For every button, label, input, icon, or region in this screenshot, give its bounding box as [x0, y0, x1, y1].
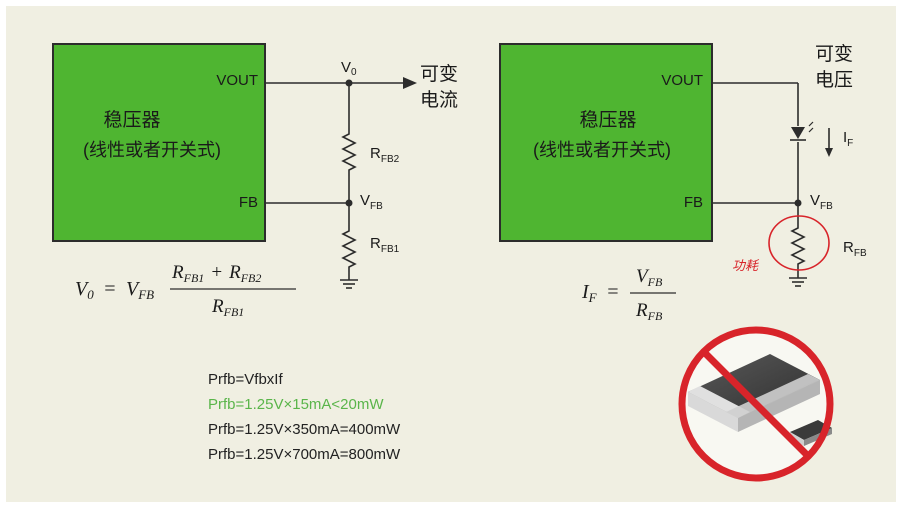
right-led-diode	[790, 121, 814, 141]
right-formula: IF = VFB RFB	[581, 266, 676, 323]
left-pin-fb: FB	[239, 194, 258, 211]
left-output-label-line1: 可变	[420, 63, 458, 85]
left-output-label-line2: 电流	[420, 89, 458, 111]
equation-line: Prfb=1.25V×700mA=800mW	[208, 446, 401, 463]
formula-left-numerator: RFB1+RFB2	[171, 262, 261, 285]
formula-right-denominator: RFB	[635, 300, 663, 323]
right-output-label-line1: 可变	[815, 43, 853, 65]
left-output-arrow	[403, 77, 417, 89]
equation-line: Prfb=1.25V×350mA=400mW	[208, 421, 401, 438]
right-pin-vout: VOUT	[661, 72, 703, 89]
left-wires	[265, 82, 405, 280]
power-highlight-circle	[768, 215, 830, 271]
formula-left-factor: VFB	[126, 278, 154, 302]
prohibited-circle	[678, 326, 834, 482]
left-pin-vout: VOUT	[216, 72, 258, 89]
right-label-if: IF	[843, 129, 853, 149]
left-label-vfb: VFB	[360, 192, 383, 212]
right-node-vfb	[794, 199, 802, 207]
right-wires	[712, 82, 806, 278]
right-regulator-block	[499, 43, 713, 242]
no-large-resistor-icon	[678, 326, 834, 482]
left-block-title: 稳压器	[103, 109, 160, 131]
formula-right-equals: =	[606, 281, 620, 303]
right-output-label-line2: 电压	[815, 69, 853, 91]
formula-right-lhs: IF	[581, 281, 598, 305]
left-formula: V0 = VFB RFB1+RFB2 RFB1	[75, 262, 296, 319]
power-note-label: 功耗	[732, 259, 760, 274]
left-node-v0	[345, 79, 353, 87]
formula-right-numerator: VFB	[636, 266, 663, 289]
left-label-v0: V0	[341, 59, 357, 78]
left-ground-symbol	[340, 279, 358, 289]
right-label-rfb: RFB	[843, 239, 867, 259]
formula-left-lhs: V0	[75, 278, 94, 302]
formula-left-equals: =	[103, 278, 117, 300]
right-block-subtitle: (线性或者开关式)	[533, 140, 671, 160]
left-label-rfb2: RFB2	[370, 145, 400, 165]
prohibited-slash	[701, 349, 811, 459]
right-block-title: 稳压器	[579, 109, 636, 131]
left-label-rfb1: RFB1	[370, 235, 400, 255]
left-block-subtitle: (线性或者开关式)	[83, 140, 221, 160]
right-pin-fb: FB	[684, 194, 703, 211]
equation-line-highlight: Prfb=1.25V×15mA<20mW	[208, 396, 384, 413]
left-node-vfb	[345, 199, 353, 207]
right-ground-symbol	[789, 277, 807, 287]
right-circuit: 稳压器 (线性或者开关式) VOUT FB 可变	[499, 43, 867, 287]
formula-left-denominator: RFB1	[211, 296, 244, 319]
right-current-arrow	[825, 128, 833, 157]
right-label-vfb: VFB	[810, 192, 833, 212]
equation-line: Prfb=VfbxIf	[208, 371, 283, 388]
left-circuit: 稳压器 (线性或者开关式) VOUT FB V0 可变 电流 RFB2	[52, 43, 458, 289]
left-regulator-block	[52, 43, 266, 242]
